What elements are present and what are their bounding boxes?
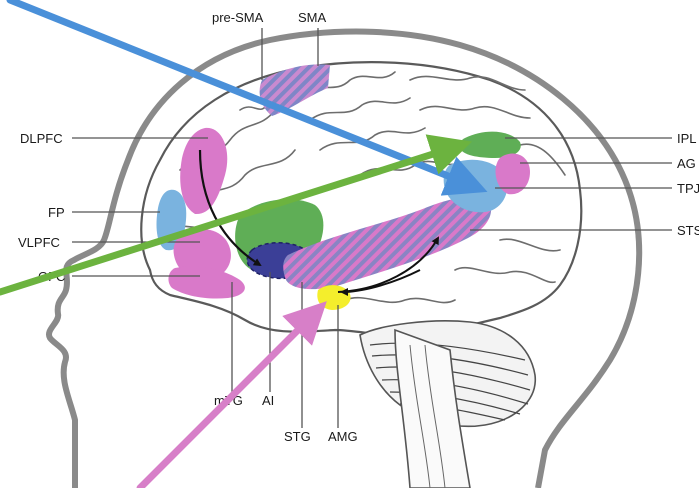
label-dlpfc: DLPFC — [20, 131, 63, 146]
label-tpj: TPJ — [677, 181, 699, 196]
pink-arrow-icon — [140, 316, 312, 488]
label-amg: AMG — [328, 429, 358, 444]
label-vlpfc: VLPFC — [18, 235, 60, 250]
label-pre-sma: pre-SMA — [212, 10, 264, 25]
label-ai: AI — [262, 393, 274, 408]
label-sma: SMA — [298, 10, 327, 25]
label-ipl: IPL — [677, 131, 697, 146]
label-stg: STG — [284, 429, 311, 444]
label-fp: FP — [48, 205, 65, 220]
label-ag: AG — [677, 156, 696, 171]
label-sts: STS — [677, 223, 699, 238]
